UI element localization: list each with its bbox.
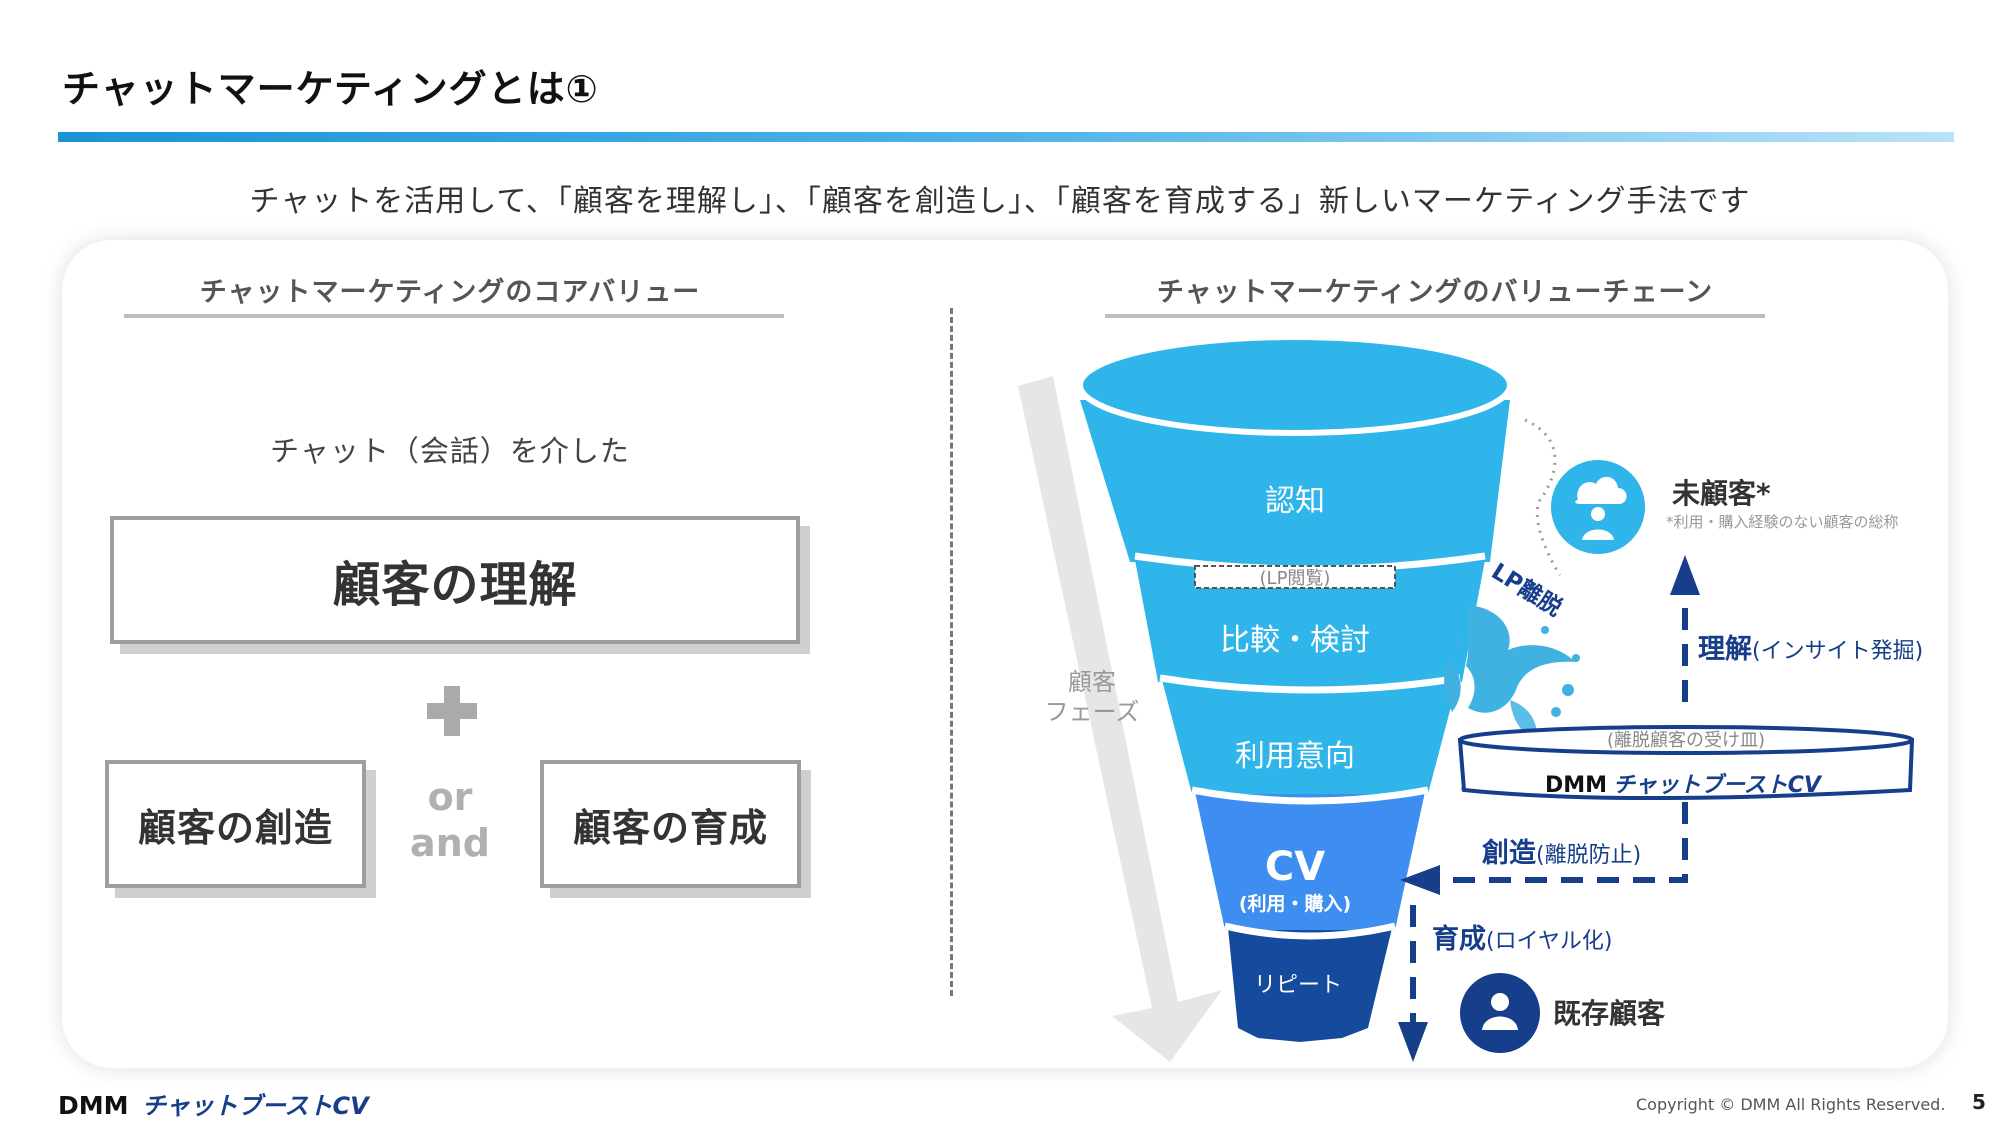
funnel-intent-segment [1162, 680, 1458, 794]
funnel-awareness-label: 認知 [1265, 484, 1325, 519]
existing-customer-icon [1482, 993, 1518, 1030]
page-number: 5 [1972, 1090, 1986, 1114]
create-arrowhead [1400, 865, 1440, 895]
and-label: and [410, 821, 490, 865]
customer-nurturing-box: 顧客の育成 [540, 760, 801, 888]
create-arrow [1440, 802, 1688, 883]
content-panel [62, 240, 1948, 1068]
create-main: 創造 [1482, 838, 1536, 869]
understand-sub: (インサイト発掘) [1752, 639, 1923, 664]
funnel-separator [1159, 674, 1461, 694]
footer-logo: DMM チャットブーストCV [58, 1091, 371, 1120]
funnel-separator [1191, 786, 1429, 805]
lp-view-badge [1194, 565, 1396, 589]
non-customer-note: *利用・購入経験のない顧客の総称 [1666, 513, 1899, 531]
funnel-repeat-segment [1228, 928, 1392, 1042]
funnel-cv-segment [1195, 792, 1425, 930]
page-title: チャットマーケティングとは① [62, 67, 599, 111]
existing-customer-avatar [1460, 973, 1540, 1053]
dish-logo-main: DMM [1545, 773, 1607, 798]
core-value-heading: チャットマーケティングのコアバリュー [199, 277, 701, 308]
understand-main: 理解 [1698, 634, 1752, 665]
customer-understanding-box: 顧客の理解 [110, 516, 800, 644]
page-subtitle: チャットを活用して、「顧客を理解し」、「顧客を創造し」、「顧客を育成する」新しい… [249, 184, 1751, 219]
or-and-connector: or and [395, 774, 505, 866]
funnel-compare-label: 比較・検討 [1220, 623, 1370, 658]
funnel-separator [1224, 922, 1396, 940]
funnel-repeat-label: リピート [1254, 973, 1342, 998]
existing-customer-label: 既存顧客 [1553, 997, 1666, 1030]
customer-nurturing-label: 顧客の育成 [572, 805, 768, 850]
lp-view-label: (LP閲覧) [1260, 568, 1331, 589]
funnel-intent-label: 利用意向 [1235, 739, 1355, 774]
nurture-sub: (ロイヤル化) [1486, 929, 1613, 954]
non-customer-label: 未顧客* [1672, 477, 1771, 510]
section-divider [950, 308, 953, 996]
customer-creation-label: 顧客の創造 [137, 805, 333, 850]
or-label: or [427, 775, 473, 819]
footer-logo-main: DMM [58, 1091, 129, 1120]
nurture-label: 育成(ロイヤル化) [1432, 923, 1613, 955]
footer-logo-sub: チャットブーストCV [142, 1092, 371, 1120]
dish-rim [1458, 725, 1914, 755]
nurture-arrowhead [1398, 1022, 1428, 1062]
dish-body [1457, 738, 1915, 800]
non-customer-icon [1575, 476, 1627, 540]
core-value-heading-underline [124, 314, 784, 318]
plus-icon [427, 686, 477, 736]
chat-intro-text: チャット（会話）を介した [270, 434, 630, 468]
create-sub: (離脱防止) [1536, 843, 1641, 868]
funnel-compare-segment [1135, 560, 1485, 682]
dish-caption: (離脱顧客の受け皿) [1607, 730, 1765, 751]
funnel-cv-label: CV [1265, 844, 1325, 890]
understand-label: 理解(インサイト発掘) [1698, 634, 1923, 665]
title-underline-bar [58, 132, 1954, 142]
exit-dotted-path [1524, 418, 1562, 576]
dish-logo-sub: チャットブーストCV [1613, 772, 1823, 798]
phase-label-line1: 顧客 [1068, 668, 1116, 696]
create-label: 創造(離脱防止) [1482, 838, 1641, 869]
funnel-top-ellipse [1077, 334, 1513, 436]
phase-label-line2: フェーズ [1045, 698, 1140, 726]
copyright-text: Copyright © DMM All Rights Reserved. [1636, 1095, 1946, 1114]
customer-understanding-label: 顧客の理解 [332, 557, 578, 613]
lp-exit-label: LP離脱 [1487, 558, 1567, 622]
customer-phase-arrow [1018, 376, 1222, 1062]
value-chain-heading: チャットマーケティングのバリューチェーン [1156, 277, 1714, 308]
nurture-main: 育成 [1432, 923, 1486, 955]
customer-creation-box: 顧客の創造 [105, 760, 366, 888]
understand-arrowhead [1670, 555, 1700, 595]
value-chain-heading-underline [1105, 314, 1765, 318]
funnel-cv-sublabel: (利用・購入) [1239, 892, 1351, 915]
funnel-awareness-segment [1080, 400, 1510, 562]
